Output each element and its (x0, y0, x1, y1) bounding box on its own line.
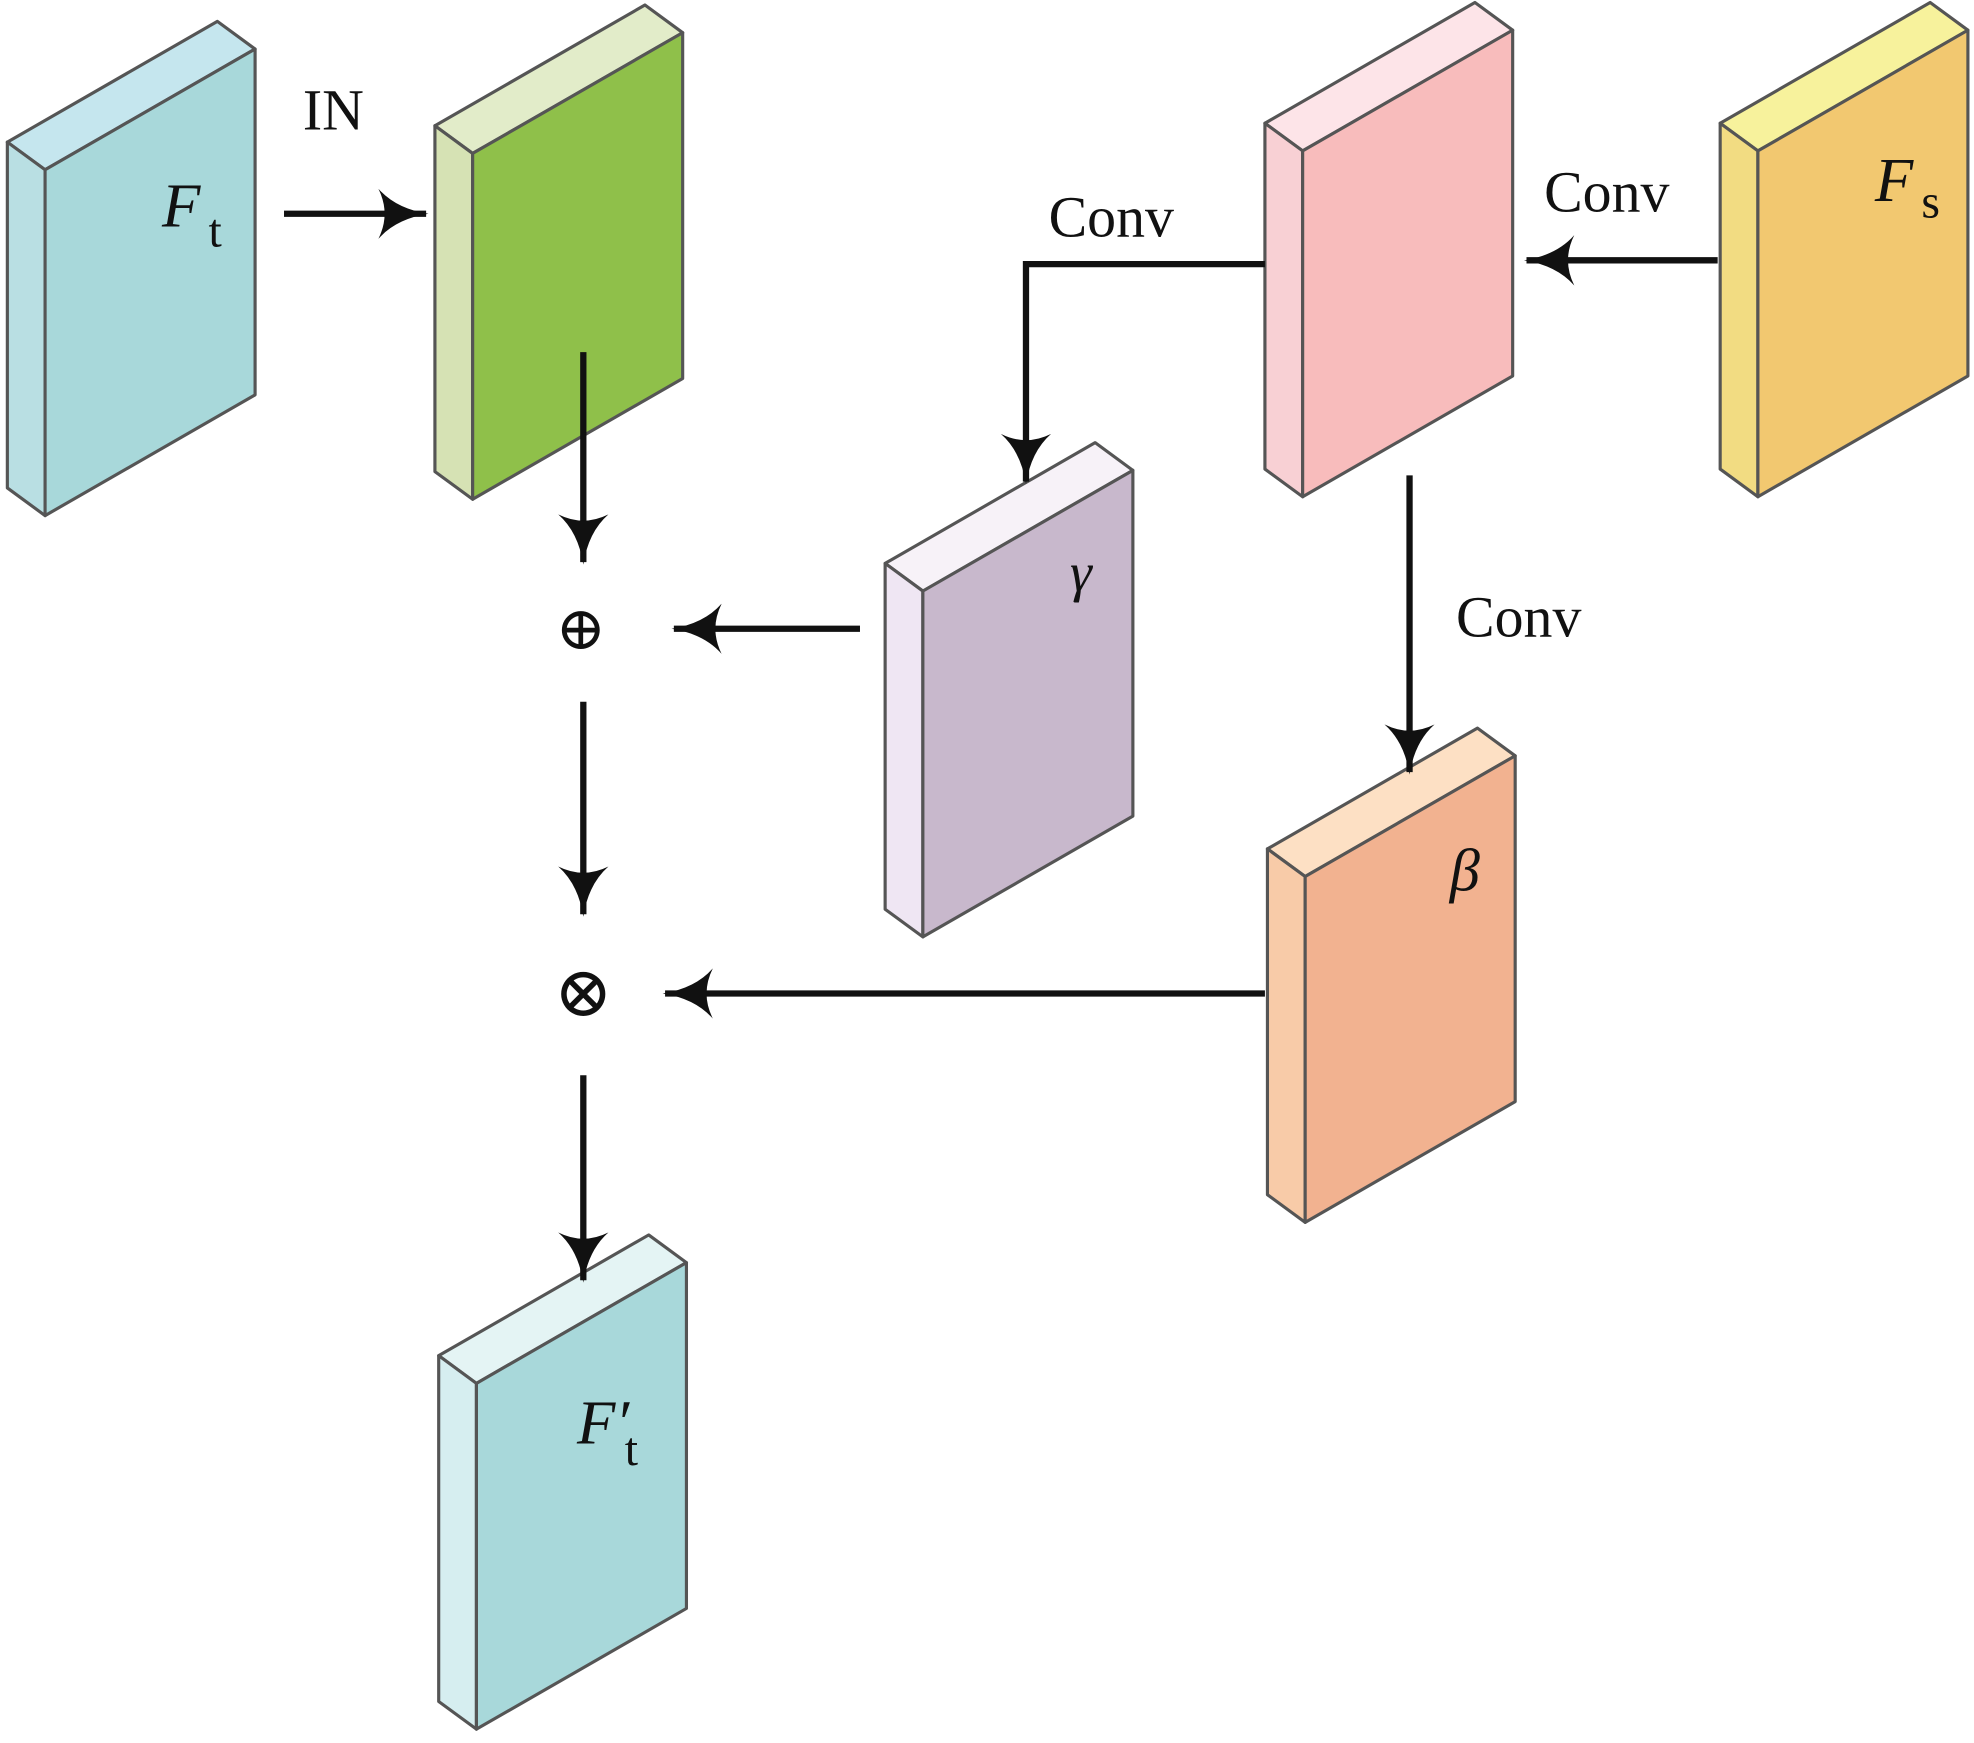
conv-face-face (1301, 28, 1515, 499)
feature-map-beta (1265, 726, 1517, 1224)
label-conv-right: Conv (1544, 159, 1669, 224)
fs-side-face (1718, 121, 1760, 499)
label-gamma: γ (1070, 542, 1094, 603)
feature-map-in-out (433, 3, 685, 501)
label-beta: β (1449, 837, 1480, 904)
in-out-face-face (471, 31, 685, 501)
ft-prime-side-face (437, 1354, 478, 1731)
label-fs: F (1874, 145, 1914, 215)
conv-side-face (1263, 121, 1305, 499)
feature-map-fs (1718, 0, 1970, 499)
label-ft-sub: t (209, 204, 222, 257)
label-conv-top: Conv (1049, 184, 1174, 249)
fs-face-face (1756, 28, 1970, 499)
ft-side-face (5, 140, 47, 518)
label-ft-prime-sub: t (625, 1423, 638, 1476)
label-ft: F (161, 170, 201, 240)
label-ft-prime: F′ (576, 1388, 630, 1458)
add-operator-icon: ⊕ (556, 596, 607, 663)
ft-prime-face-face (474, 1261, 689, 1731)
gamma-side-face (883, 561, 925, 939)
label-fs-sub: s (1921, 176, 1940, 229)
beta-side-face (1265, 847, 1307, 1224)
gamma-face-face (921, 468, 1135, 939)
label-in: IN (303, 78, 364, 143)
ft-face-face (43, 47, 257, 518)
feature-map-ft-prime (437, 1233, 689, 1731)
feature-map-conv (1263, 0, 1515, 499)
beta-face-face (1303, 754, 1517, 1224)
label-conv-mid: Conv (1456, 584, 1581, 649)
multiply-operator-icon: ⊗ (554, 954, 613, 1032)
feature-map-ft (5, 19, 257, 518)
in-out-side-face (433, 124, 475, 501)
arrow-conv-to-gamma (1000, 260, 1265, 485)
feature-map-gamma (883, 441, 1135, 939)
